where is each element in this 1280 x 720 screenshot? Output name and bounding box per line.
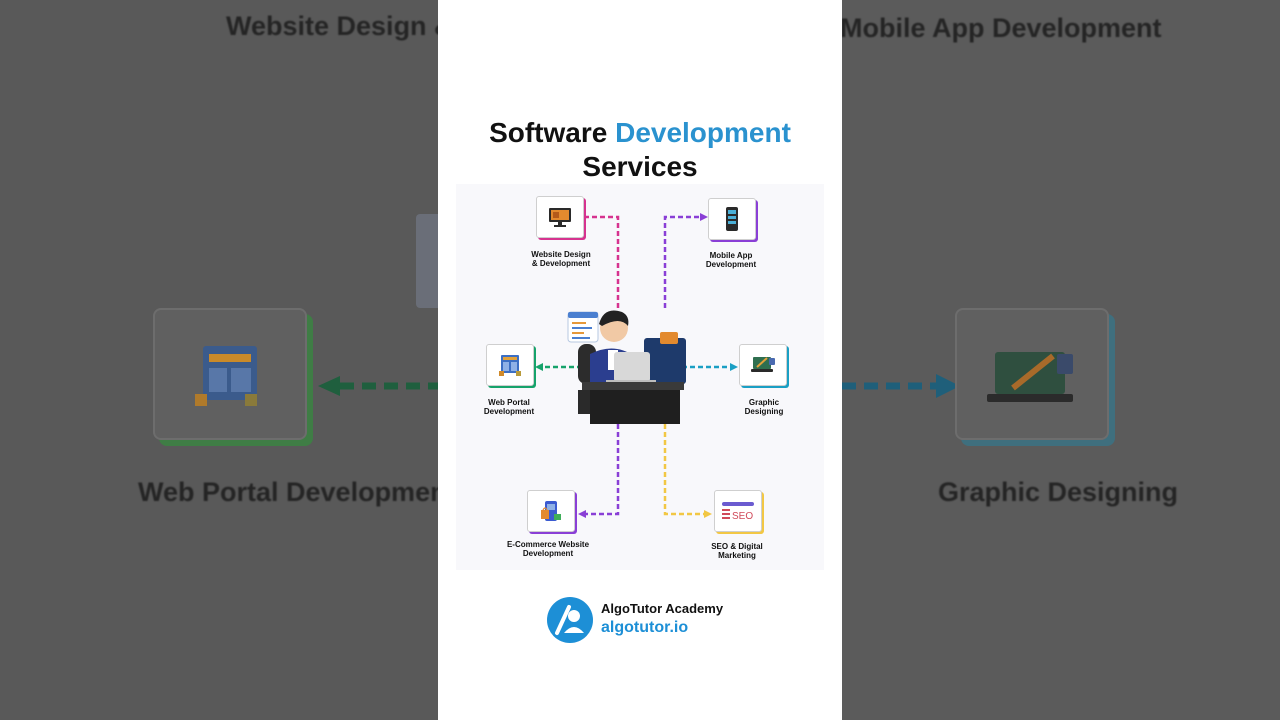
graphic-designing-label-line2: Designing (744, 407, 784, 416)
page-title-line1: Software Development (438, 116, 842, 150)
mobile-app-card[interactable] (708, 198, 756, 240)
poster: Software Development Services (438, 0, 842, 720)
brand-logo-icon (555, 605, 584, 635)
ecommerce-label-line1: E-Commerce Website (506, 540, 590, 549)
bg-code-window (416, 214, 438, 308)
bg-web-portal-text: Web Portal Development (138, 477, 438, 507)
smartphone-icon (726, 207, 738, 231)
design-tablet-icon (751, 357, 775, 372)
seo-label-line2: Marketing (718, 551, 756, 560)
mobile-app-label: Mobile App Development (671, 251, 791, 269)
bg-graphic-text: Graphic Designing (938, 477, 1179, 507)
background-left-panel: Website Design & Development Web Portal … (0, 0, 438, 720)
web-portal-label: Web Portal Development (449, 398, 569, 416)
ecommerce-card[interactable] (527, 490, 575, 532)
brand-name: AlgoTutor Academy (601, 601, 724, 616)
bg-right-arrow (842, 374, 960, 398)
website-design-label-line2: & Development (531, 259, 591, 268)
graphic-designing-label: Graphic Designing (704, 398, 824, 416)
developer-illustration (567, 310, 686, 424)
monitor-icon (549, 208, 571, 227)
mobile-app-label-line1: Mobile App (709, 251, 753, 260)
brand-url[interactable]: algotutor.io (601, 619, 689, 636)
title-accent: Development (615, 117, 791, 148)
brand-logo[interactable] (547, 597, 593, 643)
website-design-card[interactable] (536, 196, 584, 238)
bg-left-arrow (318, 376, 438, 396)
shopping-icon (541, 501, 561, 521)
bg-portal-icon (195, 346, 257, 406)
bg-graphic-card (955, 308, 1109, 440)
graphic-designing-label-line1: Graphic (748, 398, 780, 407)
background-right-panel: Mobile App Development Graphic Designing (842, 0, 1280, 720)
portal-icon (499, 355, 521, 376)
website-design-label-line1: Website Design (531, 250, 591, 259)
bg-mobile-app-text: Mobile App Development (842, 13, 1162, 43)
web-portal-card[interactable] (486, 344, 534, 386)
connector-lines (535, 213, 738, 518)
web-portal-label-line1: Web Portal (488, 398, 530, 407)
bg-web-portal-card (153, 308, 307, 440)
seo-icon: SEO (722, 502, 754, 522)
title-prefix: Software (489, 117, 608, 148)
ecommerce-label: E-Commerce Website Development (488, 540, 608, 558)
bg-website-design-text: Website Design & Development (226, 11, 438, 41)
seo-card[interactable]: SEO (714, 490, 762, 532)
services-diagram: Website Design & Development Mobile App … (456, 184, 824, 570)
ecommerce-label-line2: Development (522, 549, 574, 558)
bg-design-icon (987, 352, 1073, 402)
web-portal-label-line2: Development (483, 407, 535, 416)
seo-label-line1: SEO & Digital (711, 542, 763, 551)
graphic-designing-card[interactable] (739, 344, 787, 386)
website-design-label: Website Design & Development (501, 250, 621, 268)
page-title-line2: Services (582, 151, 698, 182)
mobile-app-label-line2: Development (705, 260, 757, 269)
svg-text:SEO: SEO (732, 511, 753, 522)
seo-label: SEO & Digital Marketing (677, 542, 797, 560)
